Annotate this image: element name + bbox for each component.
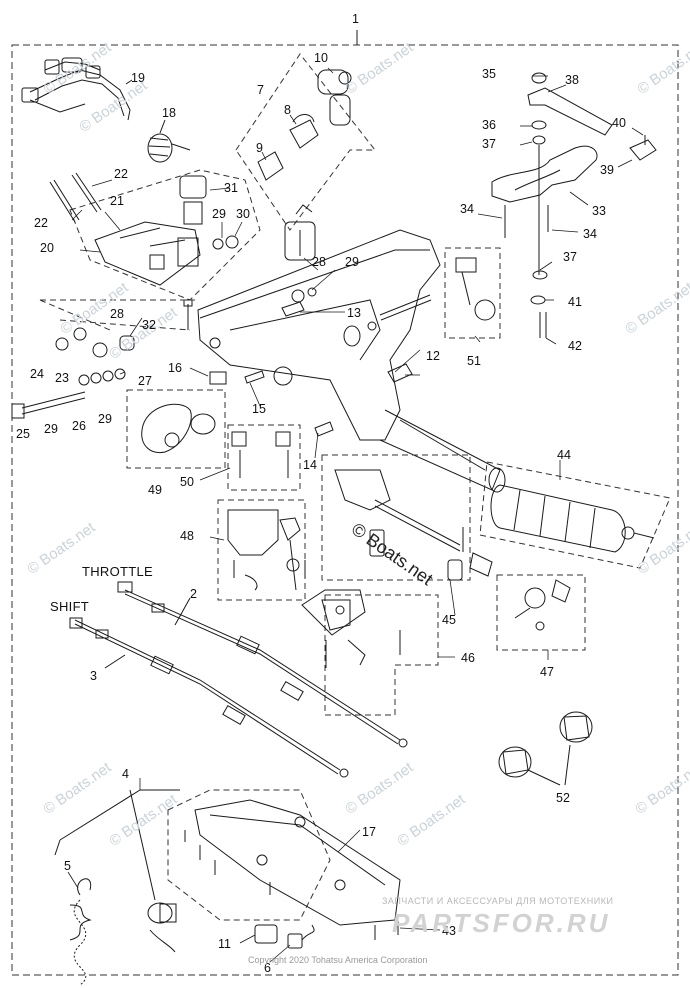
callout-24: 24 bbox=[30, 367, 44, 381]
callout-34: 34 bbox=[460, 202, 474, 216]
callout-28: 28 bbox=[312, 255, 326, 269]
callout-40: 40 bbox=[612, 116, 626, 130]
bracket-33 bbox=[491, 145, 598, 203]
callout-1: 1 bbox=[352, 12, 359, 26]
callout-29: 29 bbox=[212, 207, 226, 221]
callout-6: 6 bbox=[264, 961, 271, 975]
callout-41: 41 bbox=[568, 295, 582, 309]
callout-29: 29 bbox=[98, 412, 112, 426]
switch-10 bbox=[317, 69, 352, 126]
callout-23: 23 bbox=[55, 371, 69, 385]
shop-watermark-logo: PARTSFOR.RU bbox=[392, 908, 611, 938]
callout-18: 18 bbox=[162, 106, 176, 120]
callout-2: 2 bbox=[190, 587, 197, 601]
callout-30: 30 bbox=[236, 207, 250, 221]
callout-45: 45 bbox=[442, 613, 456, 627]
tiller-handle-body bbox=[197, 229, 506, 493]
throttle-cable-2 bbox=[117, 581, 408, 748]
callout-33: 33 bbox=[592, 204, 606, 218]
lower-case-17 bbox=[194, 799, 401, 926]
callout-47: 47 bbox=[540, 665, 554, 679]
callout-29: 29 bbox=[44, 422, 58, 436]
callout-11: 11 bbox=[218, 937, 231, 951]
throttle-label: THROTTLE bbox=[82, 564, 154, 579]
connector-28 bbox=[284, 204, 316, 261]
wiring-harness-19 bbox=[21, 57, 131, 121]
shift-label: SHIFT bbox=[50, 599, 90, 614]
callout-22: 22 bbox=[34, 216, 48, 230]
callout-10: 10 bbox=[314, 51, 328, 65]
callout-38: 38 bbox=[565, 73, 579, 87]
lanyard-5 bbox=[69, 878, 92, 986]
callout-21: 21 bbox=[110, 194, 124, 208]
callout-29: 29 bbox=[345, 255, 359, 269]
callout-7: 7 bbox=[257, 83, 264, 97]
callout-43: 43 bbox=[442, 924, 456, 938]
callout-52: 52 bbox=[556, 791, 570, 805]
knob-9 bbox=[257, 151, 284, 181]
callout-14: 14 bbox=[303, 458, 317, 472]
callout-28: 28 bbox=[110, 307, 124, 321]
callout-49: 49 bbox=[148, 483, 162, 497]
callout-13: 13 bbox=[347, 306, 361, 320]
callout-4: 4 bbox=[122, 767, 129, 781]
callout-36: 36 bbox=[482, 118, 496, 132]
callout-19: 19 bbox=[131, 71, 145, 85]
callout-8: 8 bbox=[284, 103, 291, 117]
knob-52 bbox=[498, 711, 593, 786]
stop-switch-4 bbox=[147, 902, 177, 953]
key-8 bbox=[289, 114, 319, 149]
bracket-21 bbox=[94, 221, 201, 286]
callout-20: 20 bbox=[40, 241, 54, 255]
callout-3: 3 bbox=[90, 669, 97, 683]
copyright-text: Copyright 2020 Tohatsu America Corporati… bbox=[248, 955, 428, 965]
callout-44: 44 bbox=[557, 448, 571, 462]
callout-12: 12 bbox=[426, 349, 440, 363]
callout-32: 32 bbox=[142, 318, 156, 332]
callout-48: 48 bbox=[180, 529, 194, 543]
shop-watermark-line: ЗАПЧАСТИ И АКСЕССУАРЫ ДЛЯ МОТОТЕХНИКИ bbox=[382, 896, 614, 906]
callout-39: 39 bbox=[600, 163, 614, 177]
callout-15: 15 bbox=[252, 402, 266, 416]
callout-9: 9 bbox=[256, 141, 263, 155]
shift-cable-3 bbox=[69, 617, 349, 778]
callout-42: 42 bbox=[568, 339, 582, 353]
grommet-18 bbox=[147, 133, 191, 163]
callout-35: 35 bbox=[482, 67, 496, 81]
callout-16: 16 bbox=[168, 361, 182, 375]
callout-34: 34 bbox=[583, 227, 597, 241]
callout-26: 26 bbox=[72, 419, 86, 433]
callout-37: 37 bbox=[482, 137, 496, 151]
callout-25: 25 bbox=[16, 427, 30, 441]
callout-37: 37 bbox=[563, 250, 577, 264]
callout-22: 22 bbox=[114, 167, 128, 181]
callout-27: 27 bbox=[138, 374, 152, 388]
callout-17: 17 bbox=[362, 825, 376, 839]
callout-50: 50 bbox=[180, 475, 194, 489]
callout-5: 5 bbox=[64, 859, 71, 873]
callout-51: 51 bbox=[467, 354, 481, 368]
callout-31: 31 bbox=[224, 181, 238, 195]
stud-22 bbox=[49, 172, 102, 223]
callout-46: 46 bbox=[461, 651, 475, 665]
